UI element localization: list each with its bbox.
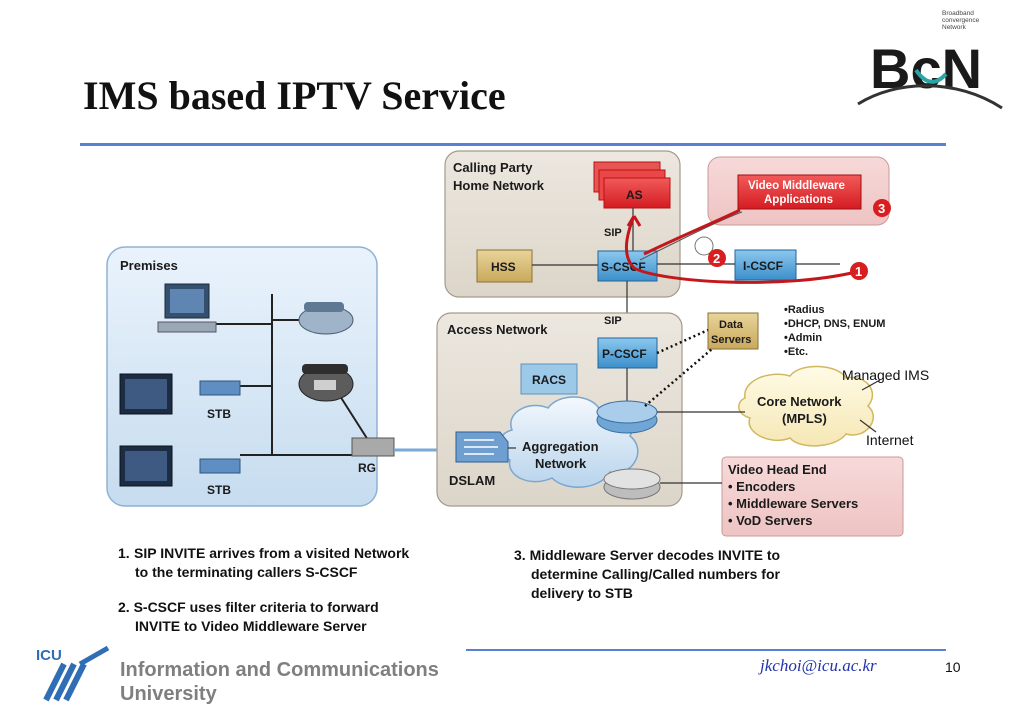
stb-box-icon <box>199 458 241 474</box>
step-marker-2: 2 <box>708 249 726 267</box>
marker-3-text: 3 <box>878 201 885 216</box>
page-number: 10 <box>945 659 961 675</box>
call-flow-arrows <box>625 208 857 284</box>
video-middleware-label-2: Applications <box>764 194 833 206</box>
note-3: 3. Middleware Server decodes INVITE to d… <box>514 546 874 603</box>
premises-label: Premises <box>120 258 178 273</box>
dslam-label: DSLAM <box>449 473 495 488</box>
data-list-item: •Etc. <box>784 346 808 358</box>
managed-ims-label: Managed IMS <box>842 367 929 383</box>
hss-label: HSS <box>491 260 516 274</box>
video-head-end-panel: Video Head End • Encoders • Middleware S… <box>721 456 904 537</box>
racs-label: RACS <box>532 373 566 387</box>
edge-router-icon <box>596 400 658 434</box>
home-network-label-1: Calling Party <box>453 160 533 175</box>
premises-panel: Premises STB <box>106 246 395 507</box>
video-head-end-title: Video Head End <box>728 462 827 477</box>
video-head-end-item: • Encoders <box>728 479 795 494</box>
as-label: AS <box>626 188 643 202</box>
dslam-icon <box>455 431 509 463</box>
step-marker-1: 1 <box>850 262 868 280</box>
data-list-item: •DHCP, DNS, ENUM <box>784 318 885 330</box>
university-name: Information and Communications Universit… <box>120 658 439 706</box>
note-3-line-2: determine Calling/Called numbers for <box>531 566 780 582</box>
note-2-line-2: INVITE to Video Middleware Server <box>135 618 367 634</box>
data-servers-label-1: Data <box>719 319 744 331</box>
rg-router-icon <box>351 437 395 457</box>
note-1-line-1: SIP INVITE arrives from a visited Networ… <box>134 545 410 561</box>
page-title: IMS based IPTV Service <box>83 73 506 118</box>
core-network-cloud: Core Network (MPLS) <box>738 365 874 447</box>
bcn-logo: BcN <box>857 37 1003 110</box>
data-list-item: •Radius <box>784 304 825 316</box>
note-1-number: 1. <box>118 545 130 561</box>
scscf-label: S-CSCF <box>601 260 646 274</box>
access-network-label: Access Network <box>447 322 548 337</box>
note-3-line-1: 3. Middleware Server decodes INVITE to <box>514 547 781 563</box>
video-head-end-item: • Middleware Servers <box>728 496 858 511</box>
marker-1-text: 1 <box>855 264 862 279</box>
video-head-end-item: • VoD Servers <box>728 513 813 528</box>
university-name-line-1: Information and Communications <box>120 659 439 681</box>
title-divider <box>80 143 946 146</box>
access-network-panel: Access Network SIP P-CSCF RACS Aggregati… <box>436 312 683 507</box>
core-network-label-1: Core Network <box>757 394 842 409</box>
sip-label-bottom: SIP <box>604 315 622 327</box>
telephone-icon <box>298 364 354 402</box>
internet-label: Internet <box>866 432 914 448</box>
stb-2-label: STB <box>207 483 231 497</box>
core-network-label-2: (MPLS) <box>782 411 827 426</box>
computer-icon <box>157 283 217 333</box>
note-1-line-2: to the terminating callers S-CSCF <box>135 564 358 580</box>
video-router-icon <box>603 468 661 500</box>
video-middleware-label-1: Video Middleware <box>748 180 845 192</box>
stb-box-icon <box>199 380 241 396</box>
data-servers-label-2: Servers <box>711 334 751 346</box>
home-network-label-2: Home Network <box>453 178 545 193</box>
pcscf-label: P-CSCF <box>602 347 647 361</box>
icscf-label: I-CSCF <box>743 259 783 273</box>
data-services-list: •Radius •DHCP, DNS, ENUM •Admin •Etc. <box>784 304 885 358</box>
sip-label-top: SIP <box>604 227 622 239</box>
home-network-panel: Calling Party Home Network AS SIP HSS S-… <box>444 150 681 298</box>
note-3-line-3: delivery to STB <box>531 585 633 601</box>
video-middleware-panel: Video Middleware Applications <box>707 156 890 226</box>
desk-phone-icon <box>298 302 354 335</box>
note-2: 2. S-CSCF uses filter criteria to forwar… <box>118 598 508 636</box>
note-1: 1.SIP INVITE arrives from a visited Netw… <box>118 544 508 582</box>
footer-divider <box>466 649 946 651</box>
aggregation-label-2: Network <box>535 456 587 471</box>
as-server-stack: AS <box>593 161 671 209</box>
stb-1-label: STB <box>207 407 231 421</box>
bcn-tagline: Broadband convergence Network <box>942 10 980 31</box>
rg-label: RG <box>358 461 376 475</box>
note-2-line-1: 2. S-CSCF uses filter criteria to forwar… <box>118 599 379 615</box>
icu-logo: ICU <box>34 644 112 702</box>
author-email[interactable]: jkchoi@icu.ac.kr <box>760 656 877 675</box>
tv-icon <box>119 373 173 415</box>
tv-icon <box>119 445 173 487</box>
icu-logo-text: ICU <box>36 647 62 664</box>
step-marker-3: 3 <box>873 199 891 217</box>
university-name-line-2: University <box>120 683 217 705</box>
data-list-item: •Admin <box>784 332 822 344</box>
marker-2-text: 2 <box>713 251 720 266</box>
aggregation-label-1: Aggregation <box>522 439 599 454</box>
